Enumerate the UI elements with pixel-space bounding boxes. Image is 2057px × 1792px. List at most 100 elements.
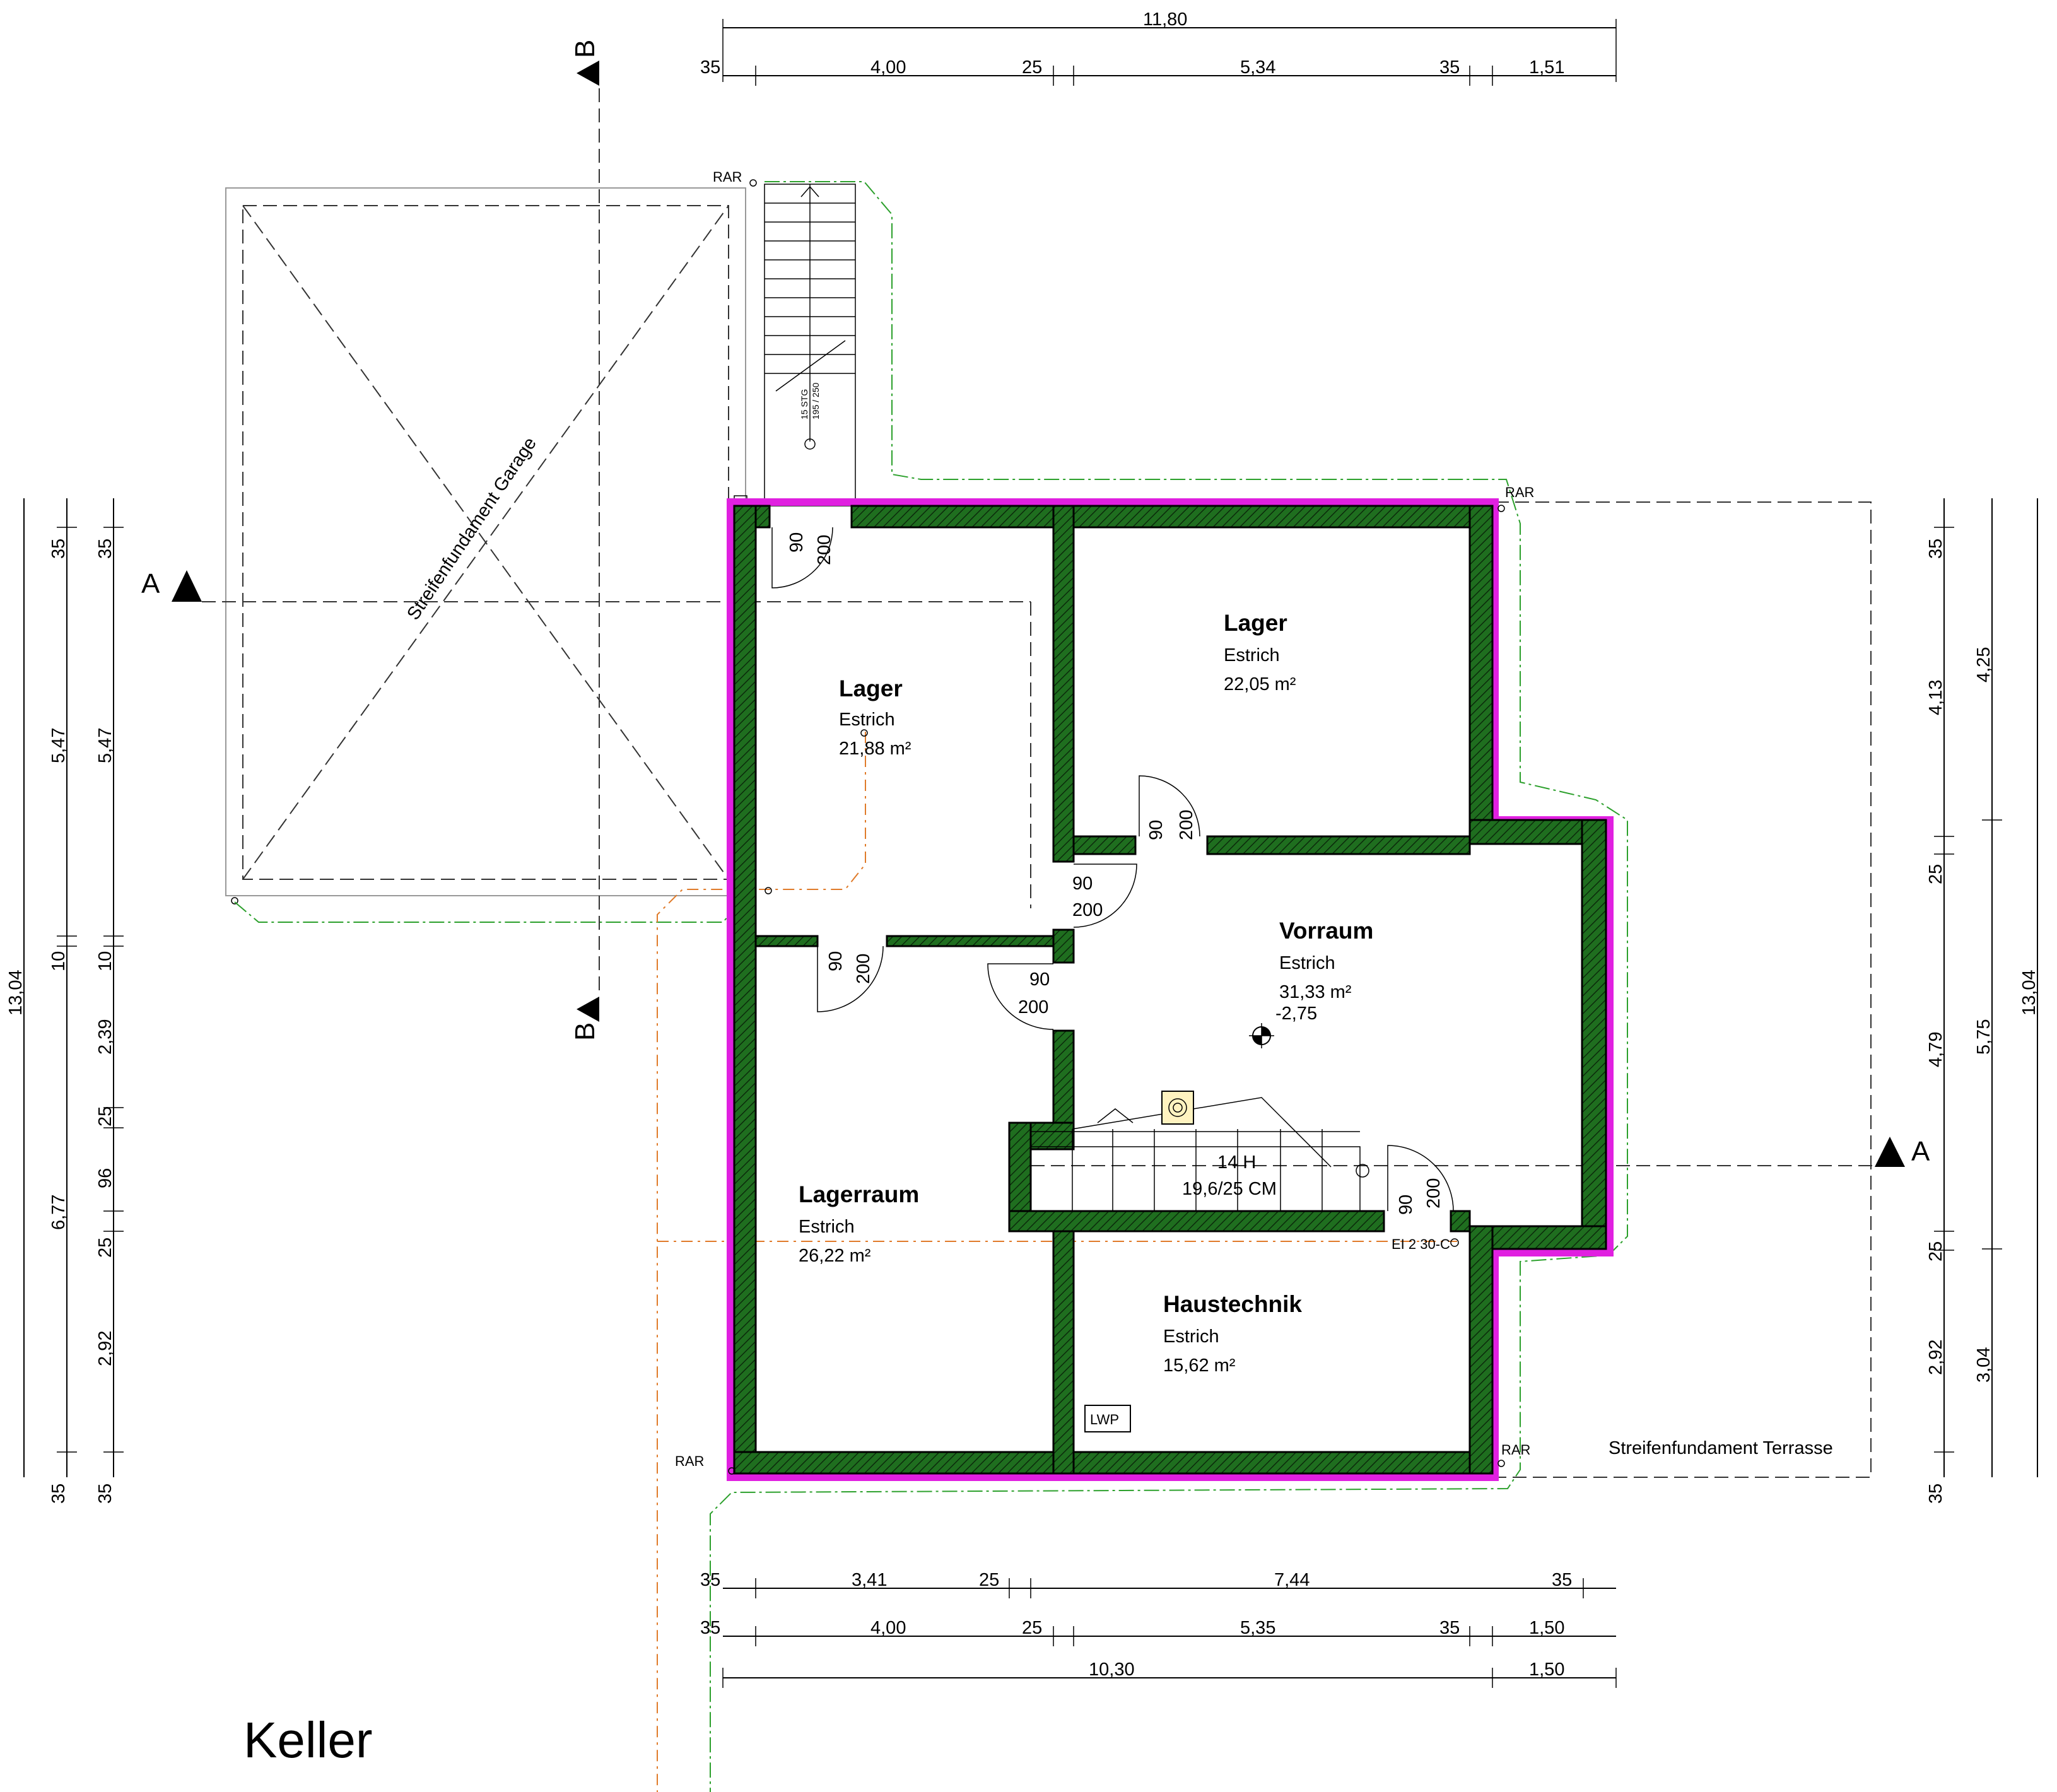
room-floor: Estrich bbox=[1279, 953, 1335, 973]
dim-bottom2-4: 5,35 bbox=[1240, 1618, 1275, 1638]
door-6[interactable]: 90 200 EI 2 30-C bbox=[1387, 1145, 1459, 1252]
door-6-height: 200 bbox=[1424, 1178, 1444, 1209]
door-4[interactable]: 90 200 bbox=[817, 946, 884, 1012]
dim-bottom2-3: 25 bbox=[1022, 1618, 1042, 1638]
room-name: Haustechnik bbox=[1163, 1291, 1302, 1317]
dim-bottom1-2: 3,41 bbox=[852, 1570, 887, 1590]
room-lagerraum: Lagerraum Estrich 26,22 m² bbox=[799, 1181, 919, 1266]
dim-bottom1-5: 35 bbox=[1552, 1570, 1572, 1590]
dim-top-4: 5,34 bbox=[1240, 57, 1275, 78]
lwp-box bbox=[1084, 1405, 1131, 1432]
section-marker-b-top: B bbox=[570, 40, 601, 86]
door-1[interactable]: 90 200 bbox=[771, 527, 835, 589]
insulation-outline bbox=[727, 498, 1614, 1481]
right-dimensions: 35 4,13 25 4,79 25 2,92 35 4,25 5,75 3,0… bbox=[1926, 498, 2039, 1504]
external-stair: 15 STG 195 / 250 bbox=[734, 184, 856, 509]
dim-bottom1-4: 7,44 bbox=[1274, 1570, 1310, 1590]
dim-bottom3-2: 1,50 bbox=[1529, 1660, 1564, 1680]
door-3-height: 200 bbox=[1072, 900, 1103, 920]
door-1-width: 90 bbox=[787, 532, 807, 553]
chimney-icon bbox=[1161, 1091, 1194, 1125]
dim-left2-8: 2,92 bbox=[95, 1331, 115, 1366]
dim-right1-5: 25 bbox=[1926, 1241, 1946, 1262]
dim-left2-3: 10 bbox=[95, 951, 115, 971]
ext-stair-label: 15 STG bbox=[799, 389, 809, 419]
room-lager-2: Lager Estrich 22,05 m² bbox=[1224, 610, 1296, 694]
dim-bottom2-5: 35 bbox=[1439, 1618, 1460, 1638]
main-stair: 14 H 19,6/25 CM bbox=[1030, 1091, 1369, 1212]
door-4-height: 200 bbox=[853, 954, 874, 984]
dim-bottom3-1: 10,30 bbox=[1089, 1660, 1135, 1680]
section-a-right: A bbox=[1911, 1136, 1930, 1167]
dim-right1-3: 25 bbox=[1926, 864, 1946, 884]
room-area: 31,33 m² bbox=[1279, 982, 1352, 1002]
lwp-label: LWP bbox=[1090, 1412, 1119, 1427]
garage-foundation: Streifenfundament Garage bbox=[225, 179, 757, 905]
stair-label-1: 14 H bbox=[1217, 1152, 1256, 1173]
rar-label-bottom-right: RAR bbox=[1501, 1442, 1530, 1458]
dim-bottom2-1: 35 bbox=[700, 1618, 720, 1638]
room-haustechnik: Haustechnik Estrich 15,62 m² LWP bbox=[1084, 1291, 1302, 1432]
dim-left2-7: 25 bbox=[95, 1238, 115, 1258]
room-area: 22,05 m² bbox=[1224, 674, 1296, 694]
dim-left2-6: 96 bbox=[95, 1168, 115, 1188]
section-a-left: A bbox=[141, 568, 160, 599]
dim-left-total: 13,04 bbox=[6, 969, 26, 1016]
dim-top-1: 35 bbox=[700, 57, 720, 78]
dim-right2-1: 4,25 bbox=[1974, 647, 1994, 682]
terrace-foundation-label: Streifenfundament Terrasse bbox=[1609, 1438, 1833, 1458]
room-floor: Estrich bbox=[839, 710, 895, 730]
door-4-width: 90 bbox=[826, 951, 846, 971]
dim-left2-9: 35 bbox=[95, 1484, 115, 1504]
room-floor: Estrich bbox=[799, 1217, 855, 1237]
left-dimensions: 13,04 35 5,47 10 6,77 35 35 5,47 10 2,39… bbox=[6, 498, 124, 1504]
dim-bottom2-6: 1,50 bbox=[1529, 1618, 1564, 1638]
rar-label-right-top: RAR bbox=[1505, 484, 1534, 500]
dim-left1-5: 35 bbox=[49, 1484, 69, 1504]
dim-left1-2: 5,47 bbox=[49, 728, 69, 763]
dim-left2-1: 35 bbox=[95, 539, 115, 559]
dim-left2-4: 2,39 bbox=[95, 1019, 115, 1055]
room-floor: Estrich bbox=[1163, 1326, 1219, 1347]
dim-right1-6: 2,92 bbox=[1926, 1340, 1946, 1375]
door-2-width: 90 bbox=[1146, 820, 1166, 840]
rar-label-bottom-left: RAR bbox=[675, 1453, 704, 1469]
dim-bottom2-2: 4,00 bbox=[870, 1618, 906, 1638]
door-5[interactable]: 90 200 bbox=[987, 963, 1054, 1030]
door-5-height: 200 bbox=[1018, 997, 1048, 1017]
garage-foundation-label: Streifenfundament Garage bbox=[403, 434, 541, 624]
dim-bottom1-1: 35 bbox=[700, 1570, 720, 1590]
dim-left1-4: 6,77 bbox=[49, 1195, 69, 1230]
room-name: Vorraum bbox=[1279, 918, 1373, 944]
room-area: 21,88 m² bbox=[839, 739, 911, 759]
room-name: Lager bbox=[839, 676, 903, 701]
rar-label-top: RAR bbox=[713, 169, 742, 185]
stair-label-2: 19,6/25 CM bbox=[1182, 1179, 1277, 1199]
door-2[interactable]: 90 200 bbox=[1139, 775, 1200, 840]
room-floor: Estrich bbox=[1224, 645, 1280, 665]
room-level: -2,75 bbox=[1275, 1004, 1317, 1024]
walls bbox=[733, 505, 1607, 1475]
room-name: Lager bbox=[1224, 610, 1287, 636]
door-3-width: 90 bbox=[1072, 874, 1093, 894]
dim-right1-7: 35 bbox=[1926, 1484, 1946, 1504]
section-b-top: B bbox=[570, 40, 601, 58]
door-3[interactable]: 90 200 bbox=[1072, 864, 1137, 928]
dim-left1-3: 10 bbox=[49, 951, 69, 971]
room-area: 26,22 m² bbox=[799, 1246, 871, 1266]
dim-bottom1-3: 25 bbox=[979, 1570, 999, 1590]
section-marker-b-bottom: B bbox=[570, 997, 601, 1041]
door-6-width: 90 bbox=[1396, 1195, 1416, 1215]
dim-top-6: 1,51 bbox=[1529, 57, 1564, 78]
dim-right1-2: 4,13 bbox=[1926, 680, 1946, 715]
dim-right1-1: 35 bbox=[1926, 539, 1946, 559]
dim-top-total: 11,80 bbox=[1143, 9, 1187, 30]
page-title: Keller bbox=[243, 1712, 373, 1768]
boundary-line bbox=[234, 181, 1628, 1792]
dim-left2-5: 25 bbox=[95, 1106, 115, 1127]
dim-top-3: 25 bbox=[1022, 57, 1042, 78]
door-2-height: 200 bbox=[1176, 810, 1197, 840]
dim-right2-2: 5,75 bbox=[1974, 1019, 1994, 1055]
